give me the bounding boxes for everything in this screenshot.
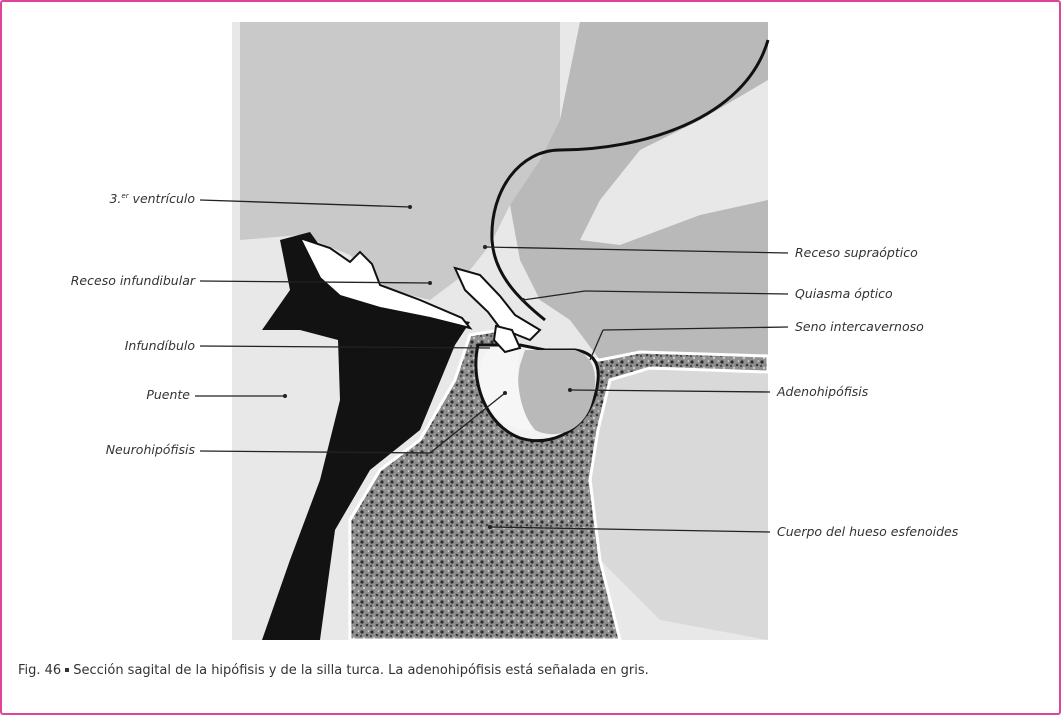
label-quiasma-optico: Quiasma óptico — [795, 288, 893, 301]
label-receso-supraoptico: Receso supraóptico — [795, 247, 918, 260]
label-receso-infundibular: Receso infundibular — [71, 275, 195, 288]
bullet-icon — [65, 668, 69, 672]
label-cuerpo-esfenoides: Cuerpo del hueso esfenoides — [777, 526, 958, 539]
label-puente: Puente — [146, 389, 190, 402]
label-3er-ventriculo: 3.er ventrículo — [109, 193, 195, 206]
label-adenohipofisis: Adenohipófisis — [777, 386, 868, 399]
caption-text: Sección sagital de la hipófisis y de la … — [73, 663, 649, 678]
figure-caption: Fig. 46 Sección sagital de la hipófisis y… — [18, 663, 649, 678]
label-infundibulo: Infundíbulo — [125, 340, 195, 353]
label-seno-intercavernoso: Seno intercavernoso — [795, 321, 924, 334]
figure-number: Fig. 46 — [18, 663, 61, 678]
label-neurohipofisis: Neurohipófisis — [106, 444, 195, 457]
